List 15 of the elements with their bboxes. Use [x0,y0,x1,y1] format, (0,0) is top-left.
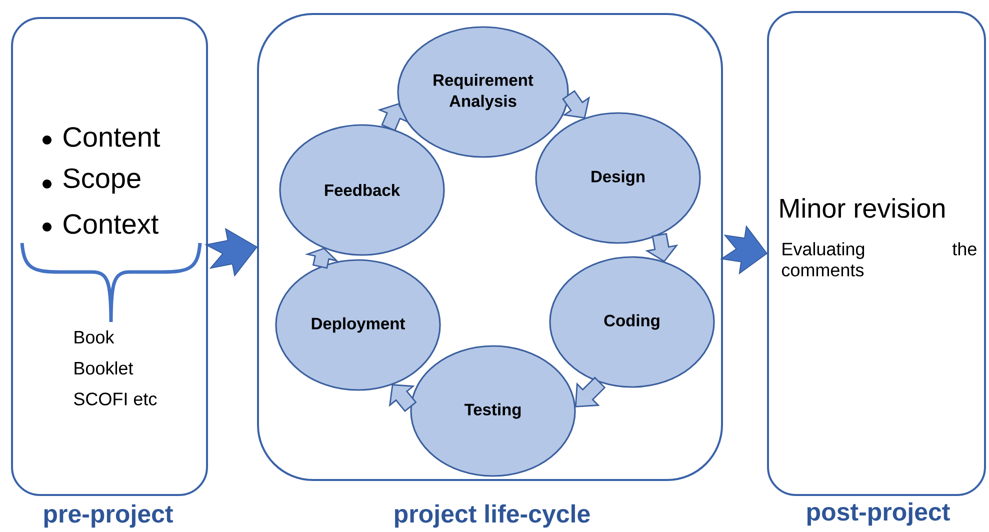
block-arrow [304,248,339,269]
chevron-arrow [720,225,768,275]
stage-heading: project life-cycle [395,504,590,528]
revision-note: Evaluating the comments [782,242,976,276]
stage-heading: post-project [807,502,950,526]
source-item: Booklet [74,361,134,375]
source-item: Book [74,330,114,344]
block-arrow [378,103,409,132]
bullet-item: Scope [42,168,140,194]
source-item: SCOFI etc [74,392,157,406]
bullet-item: Content [42,127,160,147]
bullet-item: Context [42,214,158,234]
block-arrow [562,90,590,119]
stage-heading: pre-project [44,504,173,528]
revision-title: Minor revision [780,198,944,218]
